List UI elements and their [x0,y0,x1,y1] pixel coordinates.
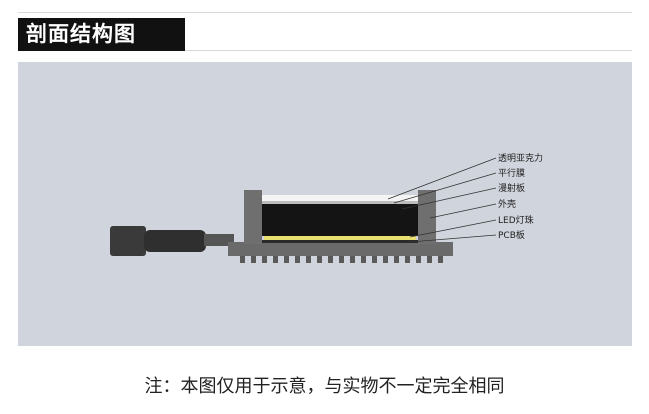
led-strip [264,236,416,240]
housing-base [228,242,453,256]
section-title: 剖面结构图 [18,18,185,51]
label-pcb: PCB板 [498,229,525,241]
label-led: LED灯珠 [498,214,534,226]
diagram-panel: 透明亚克力 平行膜 漫射板 外壳 LED灯珠 PCB板 [18,62,632,346]
label-housing: 外壳 [498,198,516,210]
cable-wire [204,234,234,246]
pcb-layer [262,240,418,243]
housing-left-wall [244,190,262,244]
cable-sleeve [144,230,206,252]
title-underline [185,50,632,51]
label-acrylic: 透明亚克力 [498,152,543,164]
parallel-film-layer [262,201,418,204]
label-diffuser: 漫射板 [498,182,525,194]
label-parallel-film: 平行膜 [498,167,525,179]
heatsink-fins [240,256,443,263]
top-divider [18,12,632,13]
acrylic-layer [262,195,418,201]
housing-right-wall [418,190,436,244]
cross-section-diagram: 透明亚克力 平行膜 漫射板 外壳 LED灯珠 PCB板 [110,152,543,263]
leader-lines [387,157,497,243]
diffuser-layer [262,204,418,236]
disclaimer-note: 注：本图仅用于示意，与实物不一定完全相同 [144,376,505,397]
cable-plug [110,226,146,256]
